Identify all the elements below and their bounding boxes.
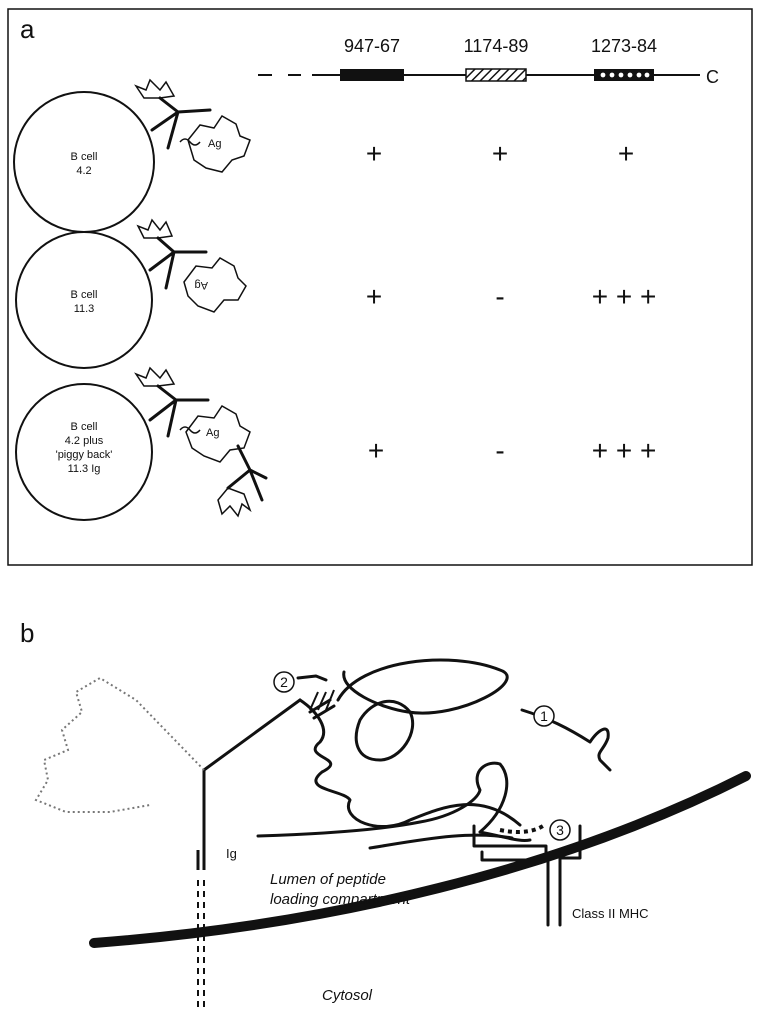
- segment-label-1: 947-67: [344, 36, 400, 56]
- b-cell-label: B cell: [71, 421, 98, 433]
- panel-b-label: b: [20, 618, 34, 648]
- compartment-membrane: [89, 771, 751, 948]
- b-cell-label: 4.2: [76, 165, 91, 177]
- svg-text:3: 3: [556, 822, 564, 838]
- panel-a-label: a: [20, 14, 35, 44]
- segment-label-2: 1174-89: [464, 36, 529, 56]
- callout-3: 3: [549, 819, 571, 841]
- ig-label: Ig: [226, 846, 237, 861]
- b-cell-row-2: B cell 11.3 Ag + - + + +: [15, 218, 657, 369]
- antigen-chain: [256, 658, 532, 850]
- mhc-label: Class II MHC: [572, 906, 649, 921]
- callout-1: 1: [533, 705, 555, 727]
- result-row2-col2: -: [495, 281, 504, 312]
- b-cell-4-2-piggy-back: [15, 383, 153, 521]
- antibody-icon: [136, 218, 208, 290]
- b-cell-label: B cell: [71, 151, 98, 163]
- b-cell-label: 'piggy back': [56, 449, 113, 461]
- result-row3-col3: + + +: [592, 435, 657, 466]
- antigen-label: Ag: [206, 427, 219, 439]
- result-row3-col1: +: [368, 435, 384, 466]
- cytosol-label: Cytosol: [322, 987, 373, 1004]
- svg-text:2: 2: [280, 674, 288, 690]
- b-cell-row-3: B cell 4.2 plus 'piggy back' 11.3 Ig Ag …: [15, 366, 657, 521]
- result-row3-col2: -: [495, 435, 504, 466]
- c-terminus-label: C: [706, 67, 719, 87]
- antigen-icon: [179, 115, 251, 173]
- svg-text:1: 1: [540, 708, 548, 724]
- b-cell-row-1: B cell 4.2 Ag + + +: [13, 78, 634, 233]
- segment-947-67: [340, 69, 404, 81]
- epitope-dotted-segment: [499, 822, 548, 834]
- piggy-back-antibody-icon: [217, 444, 268, 518]
- antigen-icon: [183, 257, 247, 313]
- b-cell-label: B cell: [71, 289, 98, 301]
- b-cell-label: 4.2 plus: [65, 435, 104, 447]
- antibody-icon: [134, 78, 212, 150]
- antigen-label: Ag: [208, 138, 221, 150]
- ig-molecule: [34, 676, 302, 1010]
- segment-1174-89: [465, 68, 527, 82]
- protein-map: [258, 68, 700, 82]
- callout-2: 2: [273, 671, 295, 693]
- mhc-class-ii-molecule: [472, 824, 582, 927]
- result-row1-col2: +: [492, 138, 508, 169]
- segment-1273-84: [594, 69, 654, 81]
- segment-label-3: 1273-84: [591, 36, 657, 56]
- antigen-label-rotated: Ag: [195, 279, 208, 291]
- result-row1-col3: +: [618, 138, 634, 169]
- panel-a-frame: [7, 8, 753, 566]
- lumen-label-line-2: loading compartment: [270, 891, 411, 908]
- result-row1-col1: +: [366, 138, 382, 169]
- lumen-label-line-1: Lumen of peptide: [270, 871, 386, 888]
- antigen-icon: [179, 405, 251, 463]
- result-row2-col3: + + +: [592, 281, 657, 312]
- antibody-icon: [134, 366, 210, 438]
- result-row2-col1: +: [366, 281, 382, 312]
- b-cell-label: 11.3: [74, 303, 95, 315]
- b-cell-11-3: [15, 231, 153, 369]
- free-peptide: [520, 708, 612, 772]
- b-cell-label: 11.3 Ig: [68, 463, 101, 475]
